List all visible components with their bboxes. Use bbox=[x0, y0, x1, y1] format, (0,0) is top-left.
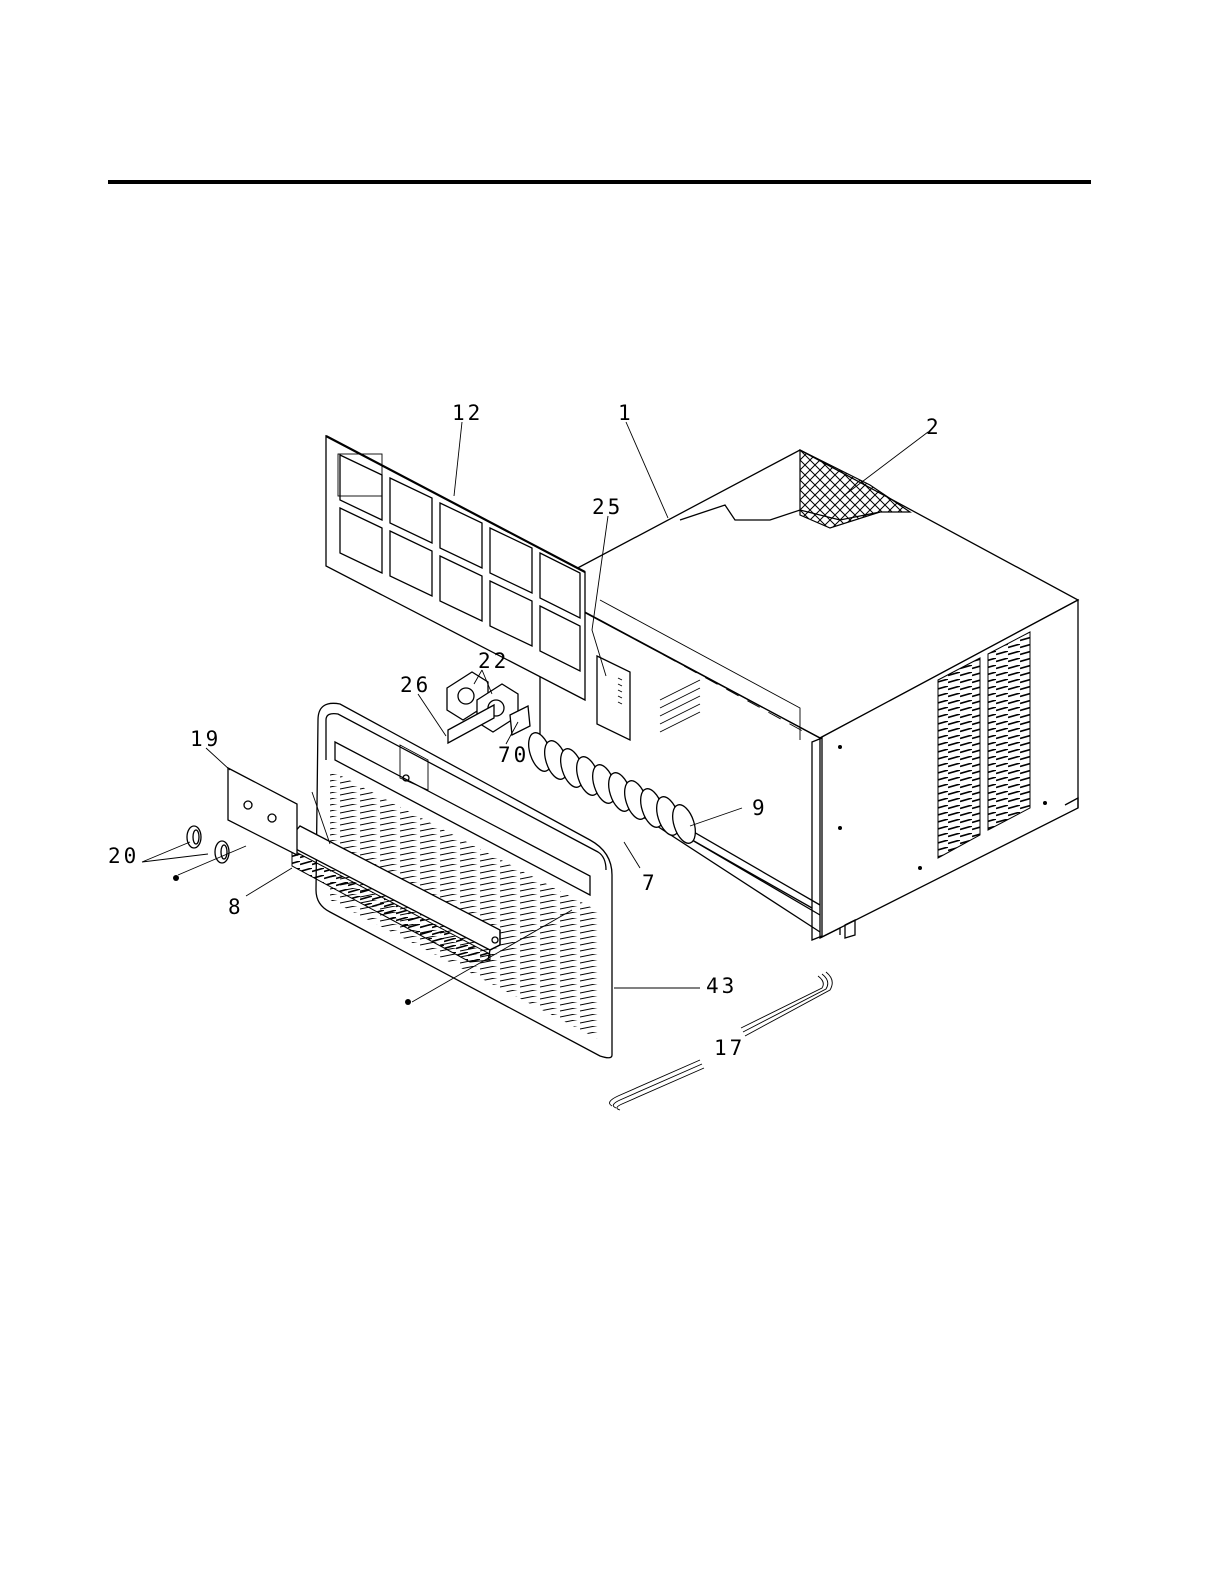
callout-8: 8 bbox=[228, 895, 244, 919]
callout-22: 22 bbox=[478, 649, 509, 673]
callout-70: 70 bbox=[498, 743, 529, 767]
callout-26: 26 bbox=[400, 673, 431, 697]
control-board bbox=[597, 656, 630, 740]
callout-12: 12 bbox=[452, 401, 483, 425]
control-plate bbox=[228, 768, 297, 855]
callout-9: 9 bbox=[752, 796, 768, 820]
callout-43: 43 bbox=[706, 974, 737, 998]
callout-7: 7 bbox=[642, 871, 658, 895]
filter-frame bbox=[326, 436, 585, 700]
callout-1: 1 bbox=[618, 401, 634, 425]
callout-19: 19 bbox=[190, 727, 221, 751]
callout-20: 20 bbox=[108, 844, 139, 868]
callout-17: 17 bbox=[714, 1036, 745, 1060]
knobs bbox=[173, 826, 229, 881]
callout-25: 25 bbox=[592, 495, 623, 519]
callout-2: 2 bbox=[926, 415, 942, 439]
